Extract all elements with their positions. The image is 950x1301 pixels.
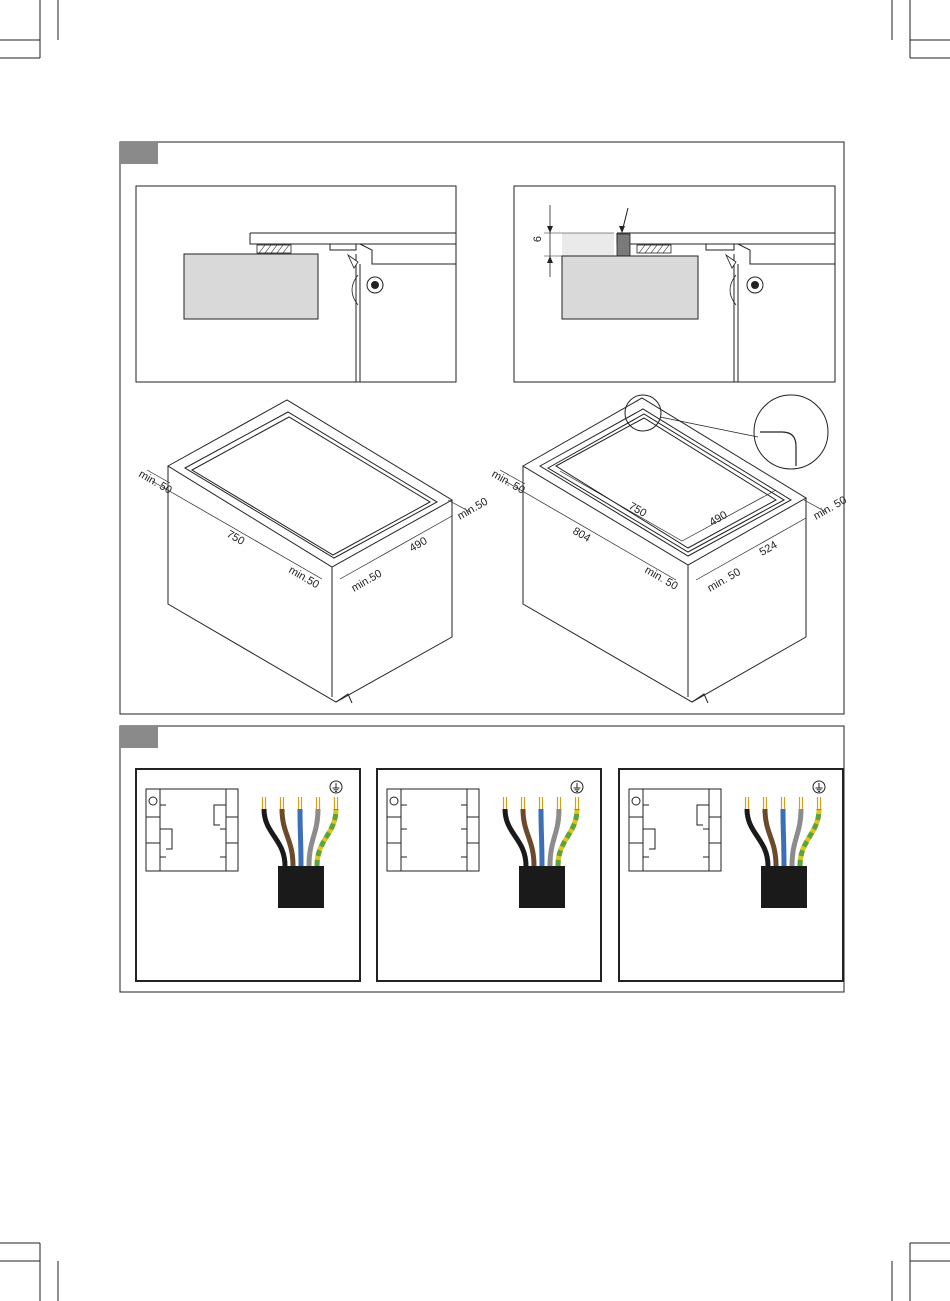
- terminal-block: [146, 789, 238, 871]
- cable-sheath: [761, 866, 807, 908]
- dim-750-left: 750: [225, 528, 247, 548]
- min-side-front-left: min.50: [350, 568, 385, 595]
- protective-earth-icon: [813, 781, 825, 793]
- cable-sheath: [519, 866, 565, 908]
- min-front-right: min. 50: [643, 564, 680, 592]
- detail-section-left: [136, 186, 456, 382]
- min-side-front-right: min. 50: [706, 566, 743, 594]
- wiring-panel-2: [377, 769, 601, 981]
- cabinet-isometric-left: [147, 400, 470, 703]
- cable-sheath: [278, 866, 324, 908]
- detail-section-right: 6: [514, 186, 835, 382]
- figure-top: 6 750 490 min. 50 min.5: [120, 142, 849, 714]
- earth-terminal-icon: [632, 797, 640, 805]
- min-back-right: min. 50: [490, 468, 527, 496]
- min-side-right-left: min.50: [456, 496, 491, 523]
- protective-earth-icon: [330, 781, 342, 793]
- wiring-panel-1: [136, 769, 360, 981]
- wire-black: [746, 797, 769, 866]
- protective-earth-icon: [571, 781, 583, 793]
- wire-black: [263, 797, 286, 866]
- wire-blue: [540, 797, 543, 866]
- figure-bottom: [120, 726, 844, 992]
- earth-terminal-icon: [149, 797, 157, 805]
- figure-number-tab: [120, 142, 158, 164]
- min-side-right-right: min. 50: [812, 494, 849, 522]
- wire-black: [504, 797, 527, 866]
- wire-blue: [299, 797, 302, 866]
- figure-number-tab: [120, 726, 158, 748]
- dim-490-right: 490: [708, 509, 730, 529]
- wire-blue: [782, 797, 785, 866]
- gap-dimension-label: 6: [532, 236, 544, 242]
- wiring-panel-3: [619, 769, 843, 981]
- dim-490-left: 490: [408, 535, 430, 555]
- dim-804: 804: [571, 525, 593, 545]
- terminal-block: [629, 789, 721, 871]
- dim-524: 524: [758, 539, 780, 559]
- terminal-block: [387, 789, 479, 871]
- sealant-strip: [617, 234, 630, 256]
- earth-terminal-icon: [390, 797, 398, 805]
